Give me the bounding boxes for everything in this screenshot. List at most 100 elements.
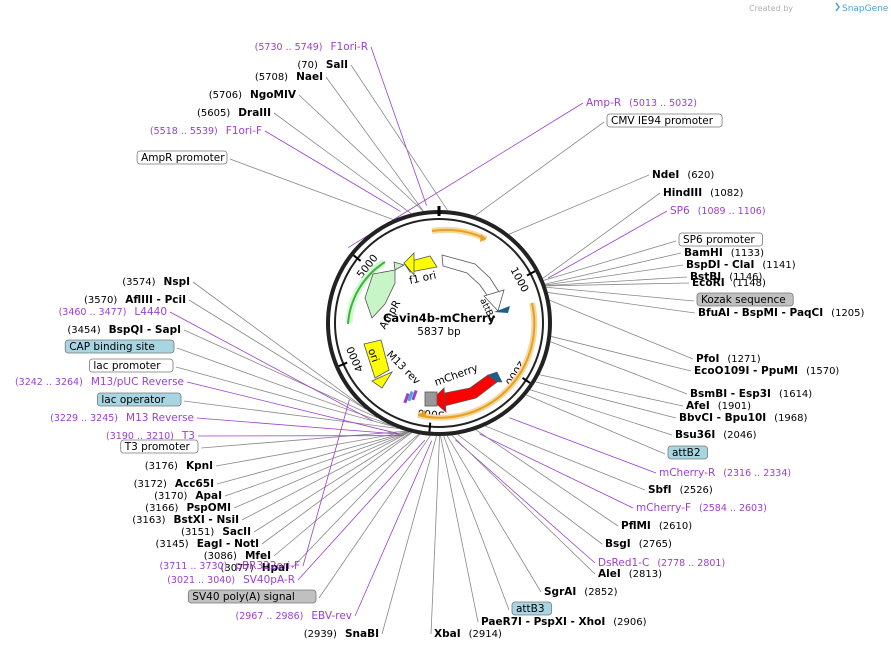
enzyme-label: XbaI(2914)	[434, 628, 502, 640]
leader-line	[318, 435, 431, 599]
lac-markers	[403, 389, 418, 404]
label-draiii: (5605)DraIII	[197, 107, 271, 119]
enzyme-label: AfeI(1901)	[686, 400, 751, 412]
leader-line	[261, 432, 412, 545]
label-hindiii: HindIII(1082)	[663, 187, 743, 199]
backbone-inner-ring	[334, 218, 544, 428]
attb2-mark	[487, 371, 503, 383]
enzyme-label: SgrAI(2852)	[544, 586, 618, 598]
feature-box-label: lac operator	[101, 394, 165, 406]
leader-line	[543, 240, 677, 281]
enzyme-label: (5706)NgoMIV	[209, 89, 297, 101]
leader-line	[550, 341, 688, 395]
primer-label: mCherry-F(2584 .. 2603)	[636, 502, 767, 514]
leader-line	[443, 435, 510, 611]
leader-line	[169, 311, 374, 422]
leader-line	[302, 399, 350, 567]
feature-box-label: CAP binding site	[69, 341, 155, 353]
enzyme-label: (3166)PspOMI	[145, 502, 231, 514]
enzyme-label: BstBI(1146)	[690, 271, 763, 283]
enzyme-label: PfoI(1271)	[696, 353, 761, 365]
leader-line	[175, 366, 394, 427]
feature-box	[606, 113, 723, 128]
feature-box-label: SV40 poly(A) signal	[192, 591, 295, 603]
enzyme-label: (5708)NaeI	[255, 71, 323, 83]
feature-box	[97, 392, 182, 407]
primer-label: (3242 .. 3264)M13/pUC Reverse	[15, 376, 184, 388]
feature-box	[64, 339, 175, 354]
label-ebv-rev: (2967 .. 2986)EBV-rev	[236, 610, 353, 622]
primer-label: (3190 .. 3210)T3	[106, 430, 195, 442]
feature-arcs	[345, 226, 538, 421]
feature-label-ori: ori	[365, 347, 381, 364]
feature-box	[667, 445, 708, 460]
label-kozak-sequence: Kozak sequence	[696, 292, 794, 307]
label-pflmi: PflMI(2610)	[621, 520, 692, 532]
primer-label: SP6(1089 .. 1106)	[670, 205, 766, 217]
enzyme-label: (3086)MfeI	[204, 550, 271, 562]
leader-line	[551, 336, 692, 372]
enzyme-label: (3145)EagI - NotI	[155, 538, 259, 550]
enzyme-label: NdeI(620)	[652, 169, 714, 181]
leader-line	[509, 417, 657, 474]
label-lac-operator: lac operator	[97, 392, 182, 407]
enzyme-label: PaeR7I - PspXI - XhoI(2906)	[481, 616, 647, 628]
label-kpni: (3176)KpnI	[145, 460, 213, 472]
orf-arc-cmv-arrow	[480, 234, 486, 242]
leader-line	[545, 264, 684, 286]
primer-label: Amp-R(5013 .. 5032)	[586, 97, 697, 109]
primer-label: DsRed1-C(2778 .. 2801)	[598, 557, 725, 569]
enzyme-label: (3170)ApaI	[154, 490, 222, 502]
scale-tick	[428, 422, 432, 432]
feature-label-mcherry: mCherry	[433, 362, 480, 389]
label-afei: AfeI(1901)	[686, 400, 751, 412]
primer-label: (3460 .. 3477)L4440	[59, 306, 167, 318]
label-bsu36i: Bsu36I(2046)	[675, 429, 757, 441]
leader-line	[381, 435, 437, 635]
label-ngomiv: (5706)NgoMIV	[209, 89, 297, 101]
leader-line	[273, 112, 412, 214]
created-by-text: Created by	[749, 4, 793, 13]
leader-line	[176, 347, 390, 425]
label-acc65i: (3172)Acc65I	[134, 478, 214, 490]
scale-tick-label: 4000	[345, 344, 367, 373]
enzyme-label: BfuAI - BspMI - PaqCI(1205)	[698, 307, 865, 319]
scale-tick	[526, 270, 536, 277]
leader-line	[370, 46, 427, 206]
leader-line	[455, 439, 596, 564]
label-sali: (70)SalI	[297, 59, 348, 71]
label-pbr322ori-f: (3711 .. 3730)pBR322ori-F	[159, 560, 300, 572]
ori-feature	[363, 339, 390, 379]
annotation-labels: (5730 .. 5749)F1ori-R (70)SalI(5708)NaeI (…	[15, 41, 865, 640]
label-cap-binding-site: CAP binding site	[64, 339, 175, 354]
leader-line	[485, 425, 646, 491]
label-ndei: NdeI(620)	[652, 169, 714, 181]
label-bfuai-bspmi-paqci: BfuAI - BspMI - PaqCI(1205)	[698, 307, 865, 319]
leader-line	[547, 292, 696, 314]
leader-line	[183, 400, 399, 429]
leader-line	[297, 439, 426, 581]
feature-box	[120, 439, 199, 454]
snapgene-brand: Created by SnapGene	[749, 2, 889, 14]
label-ecoo109i-ppumi: EcoO109I - PpuMI(1570)	[694, 365, 839, 377]
feature-box-label: Kozak sequence	[701, 294, 786, 306]
feature-label-m13-rev: M13 rev	[384, 349, 423, 388]
leader-line	[451, 434, 596, 575]
enzyme-label: SbfI(2526)	[648, 484, 713, 496]
enzyme-label: Bsu36I(2046)	[675, 429, 757, 441]
leader-line	[545, 252, 682, 285]
enzyme-label: (70)SalI	[297, 59, 348, 71]
enzyme-label: (3176)KpnI	[145, 460, 213, 472]
cmv-feature	[441, 254, 500, 299]
label-f1ori-r: (5730 .. 5749)F1ori-R	[255, 41, 368, 53]
label-bsgi: BsgI(2765)	[605, 538, 672, 550]
label-attb3: attB3	[511, 601, 552, 616]
label-nspi: (3574)NspI	[122, 276, 190, 288]
enzyme-label: BsmBI - Esp3I(1614)	[690, 388, 812, 400]
label-l4440: (3460 .. 3477)L4440	[59, 306, 167, 318]
label-bspdi-clai: BspDI - ClaI(1141)	[686, 259, 796, 271]
feature-box-label: AmpR promoter	[141, 152, 225, 164]
label-amp-r: Amp-R(5013 .. 5032)	[586, 97, 697, 109]
label-sp6: SP6(1089 .. 1106)	[670, 205, 766, 217]
